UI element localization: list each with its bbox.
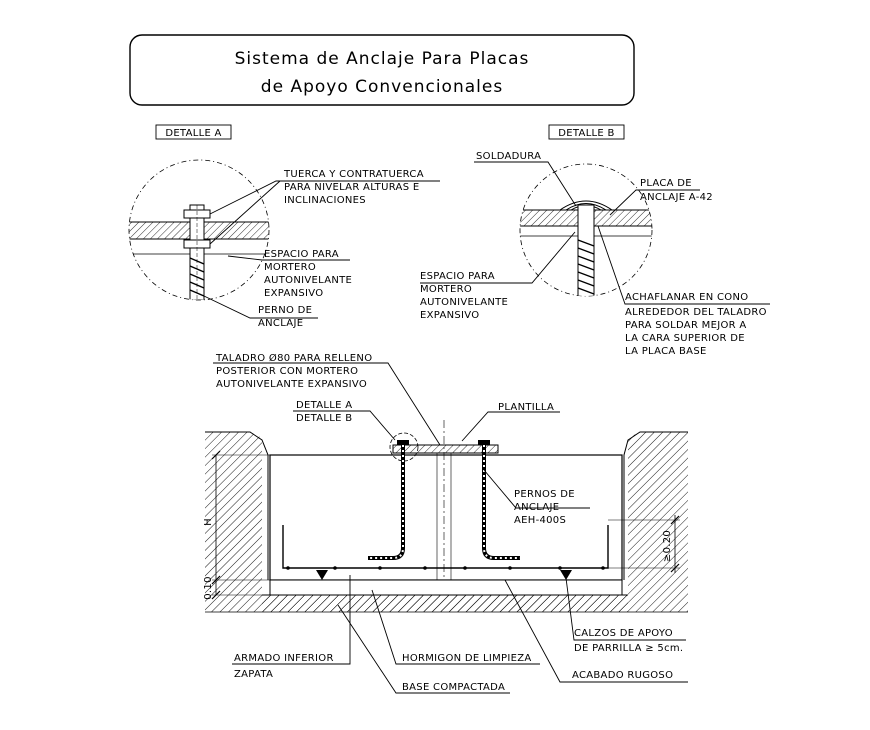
taladro-label-1: TALADRO Ø80 PARA RELLENO	[215, 352, 372, 364]
perno-label-2: ANCLAJE	[258, 318, 303, 329]
soldadura-label: SOLDADURA	[476, 151, 541, 162]
dim-h: H	[203, 518, 214, 526]
placa-label-2: ANCLAJE A-42	[640, 192, 713, 203]
detail-a: DETALLE A TUERCA Y CONTRATUERCA PARA NIV…	[128, 124, 440, 329]
tuerca-label-3: INCLINACIONES	[284, 195, 366, 206]
detail-b: DETALLE B SOLDADURA PLACA DE ANCLAJE A-4…	[420, 124, 770, 357]
spacer-left	[316, 570, 328, 580]
pernos-label-2: ANCLAJE	[514, 502, 559, 513]
armado-label-1: ARMADO INFERIOR	[234, 653, 334, 664]
espacio-b-label-1: ESPACIO PARA	[420, 271, 495, 282]
achaflanar-label-1: ACHAFLANAR EN CONO	[625, 292, 748, 303]
calzos-label-1: CALZOS DE APOYO	[574, 628, 673, 639]
espacio-b-label-3: AUTONIVELANTE	[420, 297, 508, 308]
plantilla-label: PLANTILLA	[498, 402, 554, 413]
placa-label-1: PLACA DE	[640, 178, 692, 189]
perno-label-1: PERNO DE	[258, 305, 312, 316]
achaflanar-label-3: PARA SOLDAR MEJOR A	[625, 320, 747, 331]
calzos-label-2: DE PARRILLA ≥ 5cm.	[574, 643, 683, 654]
detail-a-tag: DETALLE A	[165, 128, 221, 139]
detalle-b-ref: DETALLE B	[296, 413, 352, 424]
armado-label-2: ZAPATA	[234, 669, 273, 680]
title-line-1: Sistema de Anclaje Para Placas	[235, 49, 530, 69]
detalle-a-ref: DETALLE A	[296, 400, 352, 411]
pernos-label-3: AEH-400S	[514, 515, 566, 526]
achaflanar-label-2: ALREDEDOR DEL TALADRO	[625, 307, 767, 318]
title-line-2: de Apoyo Convencionales	[261, 77, 503, 97]
tuerca-label-2: PARA NIVELAR ALTURAS E	[284, 182, 419, 193]
spacer-right	[560, 570, 572, 580]
espacio-a-label-2: MORTERO	[264, 262, 316, 273]
achaflanar-label-5: LA PLACA BASE	[625, 346, 707, 357]
foundation-section: H 0.10 ≥0.20 TALADRO Ø80 PARA RELLENO PO…	[203, 352, 688, 694]
taladro-label-3: AUTONIVELANTE EXPANSIVO	[216, 379, 367, 390]
title-box: Sistema de Anclaje Para Placas de Apoyo …	[129, 34, 635, 106]
detail-b-tag: DETALLE B	[558, 128, 614, 139]
pernos-label-1: PERNOS DE	[514, 489, 575, 500]
rebar-dots	[286, 566, 605, 570]
dim-020: ≥0.20	[662, 530, 673, 562]
taladro-label-2: POSTERIOR CON MORTERO	[216, 366, 358, 377]
espacio-b-label-4: EXPANSIVO	[420, 310, 479, 321]
espacio-a-label-1: ESPACIO PARA	[264, 249, 339, 260]
tuerca-label-1: TUERCA Y CONTRATUERCA	[283, 169, 424, 180]
achaflanar-label-4: LA CARA SUPERIOR DE	[625, 333, 745, 344]
espacio-b-label-2: MORTERO	[420, 284, 472, 295]
espacio-a-label-3: AUTONIVELANTE	[264, 275, 352, 286]
base-label: BASE COMPACTADA	[402, 682, 505, 693]
acabado-label: ACABADO RUGOSO	[572, 670, 673, 681]
hormigon-label: HORMIGON DE LIMPIEZA	[402, 653, 532, 664]
dim-010: 0.10	[203, 576, 214, 599]
base-plate	[392, 444, 499, 454]
espacio-a-label-4: EXPANSIVO	[264, 288, 323, 299]
